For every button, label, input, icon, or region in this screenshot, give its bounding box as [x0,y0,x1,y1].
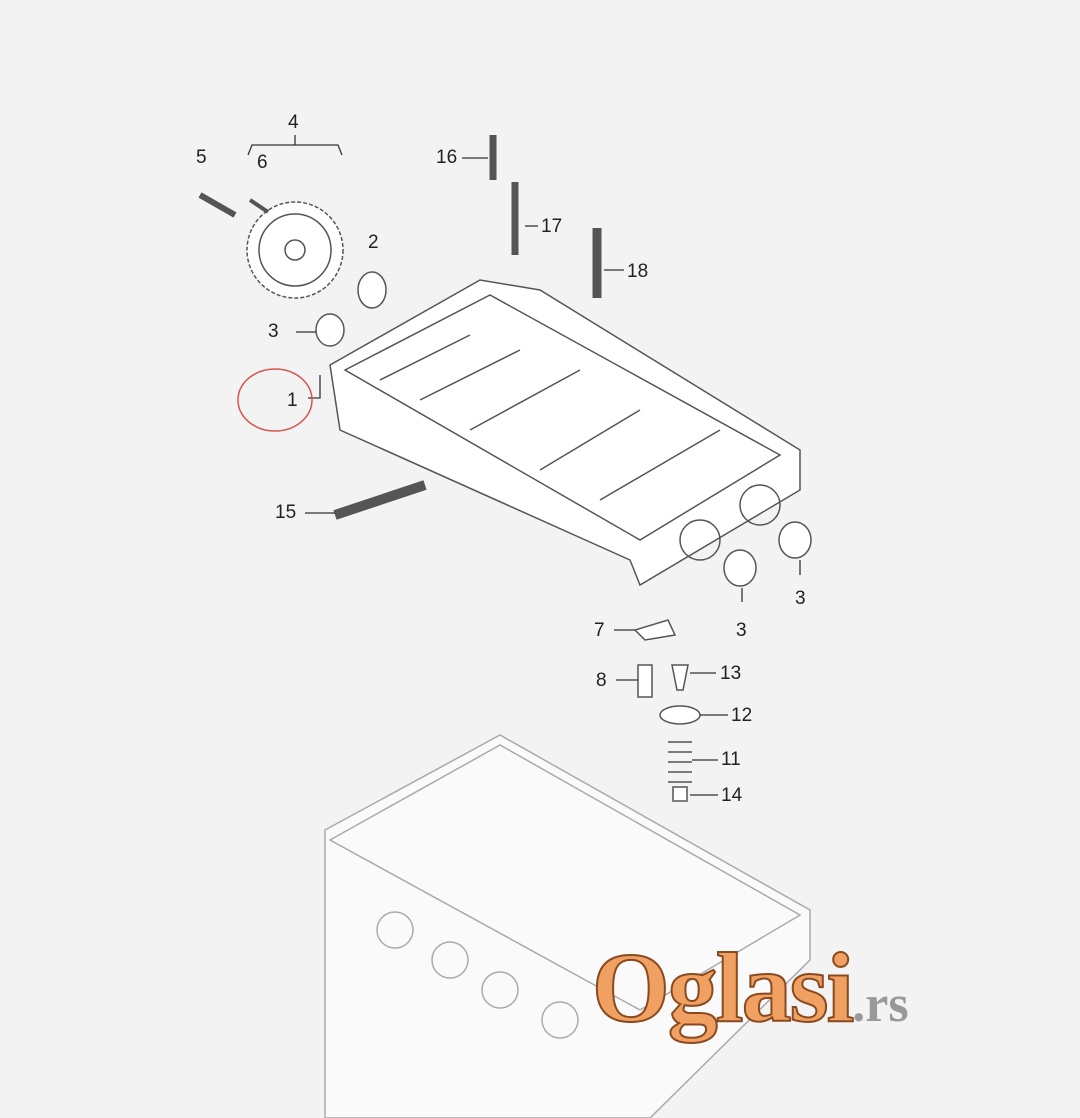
callout-8: 8 [596,670,607,691]
callout-2: 2 [368,232,379,253]
callout-3-plug-b: 3 [795,588,806,609]
cylinder-head [324,734,811,1118]
callout-5: 5 [196,147,207,168]
callout-7: 7 [594,620,605,641]
callout-4: 4 [288,112,299,133]
camshaft-housing [329,279,801,587]
bolt-6 [248,198,270,214]
callout-12: 12 [731,705,753,726]
seal-2 [357,271,387,309]
spring-11 [668,741,692,783]
callout-14: 14 [721,785,743,806]
watermark-brand: Oglasi [591,931,855,1044]
spring-cap-12 [659,705,701,725]
tube-15 [333,480,427,520]
leader-lines [247,135,801,796]
callout-3-plug-a: 3 [736,620,747,641]
keepers-13 [671,664,689,691]
rocker-7 [633,619,677,641]
callout-6: 6 [257,152,268,173]
watermark-tld: .rs [852,976,909,1033]
bolt-5 [198,192,237,218]
callout-1: 1 [287,390,298,411]
camshaft-sprocket [246,201,344,299]
plug-3a [723,549,757,587]
adjuster-8 [637,664,653,698]
callout-15: 15 [275,502,297,523]
callout-11: 11 [721,749,741,770]
callout-3-seal: 3 [268,321,279,342]
callout-17: 17 [541,216,563,237]
seal-14 [672,786,688,802]
seal-3 [315,313,345,347]
plug-3b [778,521,812,559]
oglasi-watermark-logo: Oglasi.rs [591,930,909,1045]
callout-13: 13 [720,663,742,684]
callout-16: 16 [436,147,458,168]
callout-18: 18 [627,261,649,282]
highlight-circle [237,368,313,432]
